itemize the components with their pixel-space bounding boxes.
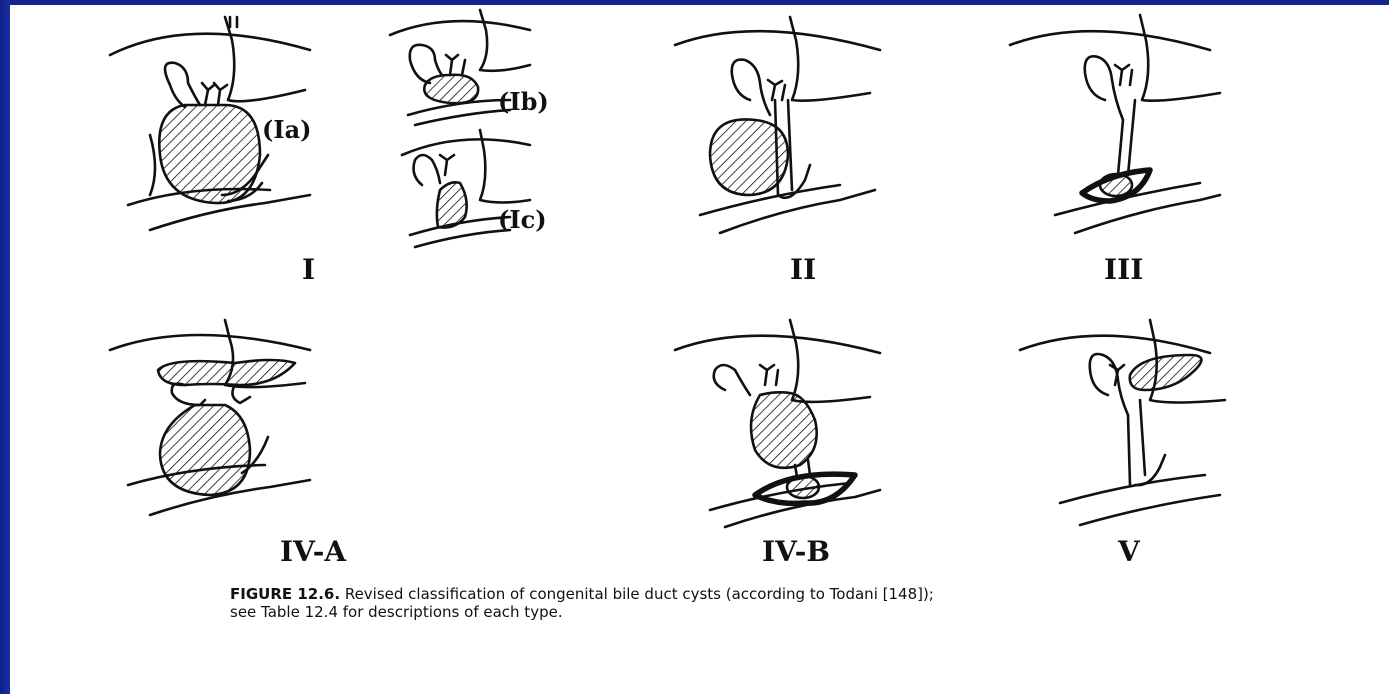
- label-type-v: V: [1118, 535, 1140, 568]
- caption-line-2: see Table 12.4 for descriptions of each …: [230, 603, 563, 621]
- label-type-ib: (Ib): [498, 87, 549, 116]
- label-type-ia: (Ia): [262, 115, 312, 144]
- figure-number: FIGURE 12.6.: [230, 585, 340, 603]
- diagram-type-iii: [1010, 15, 1220, 233]
- label-type-iii: III: [1104, 253, 1143, 286]
- label-type-ii: II: [790, 253, 816, 286]
- label-type-iva: IV-A: [280, 535, 346, 568]
- slide-frame-left: [0, 0, 10, 694]
- figure-caption: FIGURE 12.6. Revised classification of c…: [230, 585, 1190, 621]
- diagram-type-iva: [110, 320, 310, 515]
- diagram-type-v: [1020, 320, 1225, 525]
- diagram-type-ivb: [675, 320, 880, 527]
- label-type-ivb: IV-B: [762, 535, 830, 568]
- diagram-type-ii: [675, 17, 880, 233]
- label-type-i: I: [302, 253, 315, 286]
- caption-line-1: Revised classification of congenital bil…: [345, 585, 934, 603]
- label-type-ic: (Ic): [498, 205, 547, 234]
- figure-panel: I (Ia) (Ib) (Ic) II III IV-A IV-B V FIGU…: [10, 5, 1389, 694]
